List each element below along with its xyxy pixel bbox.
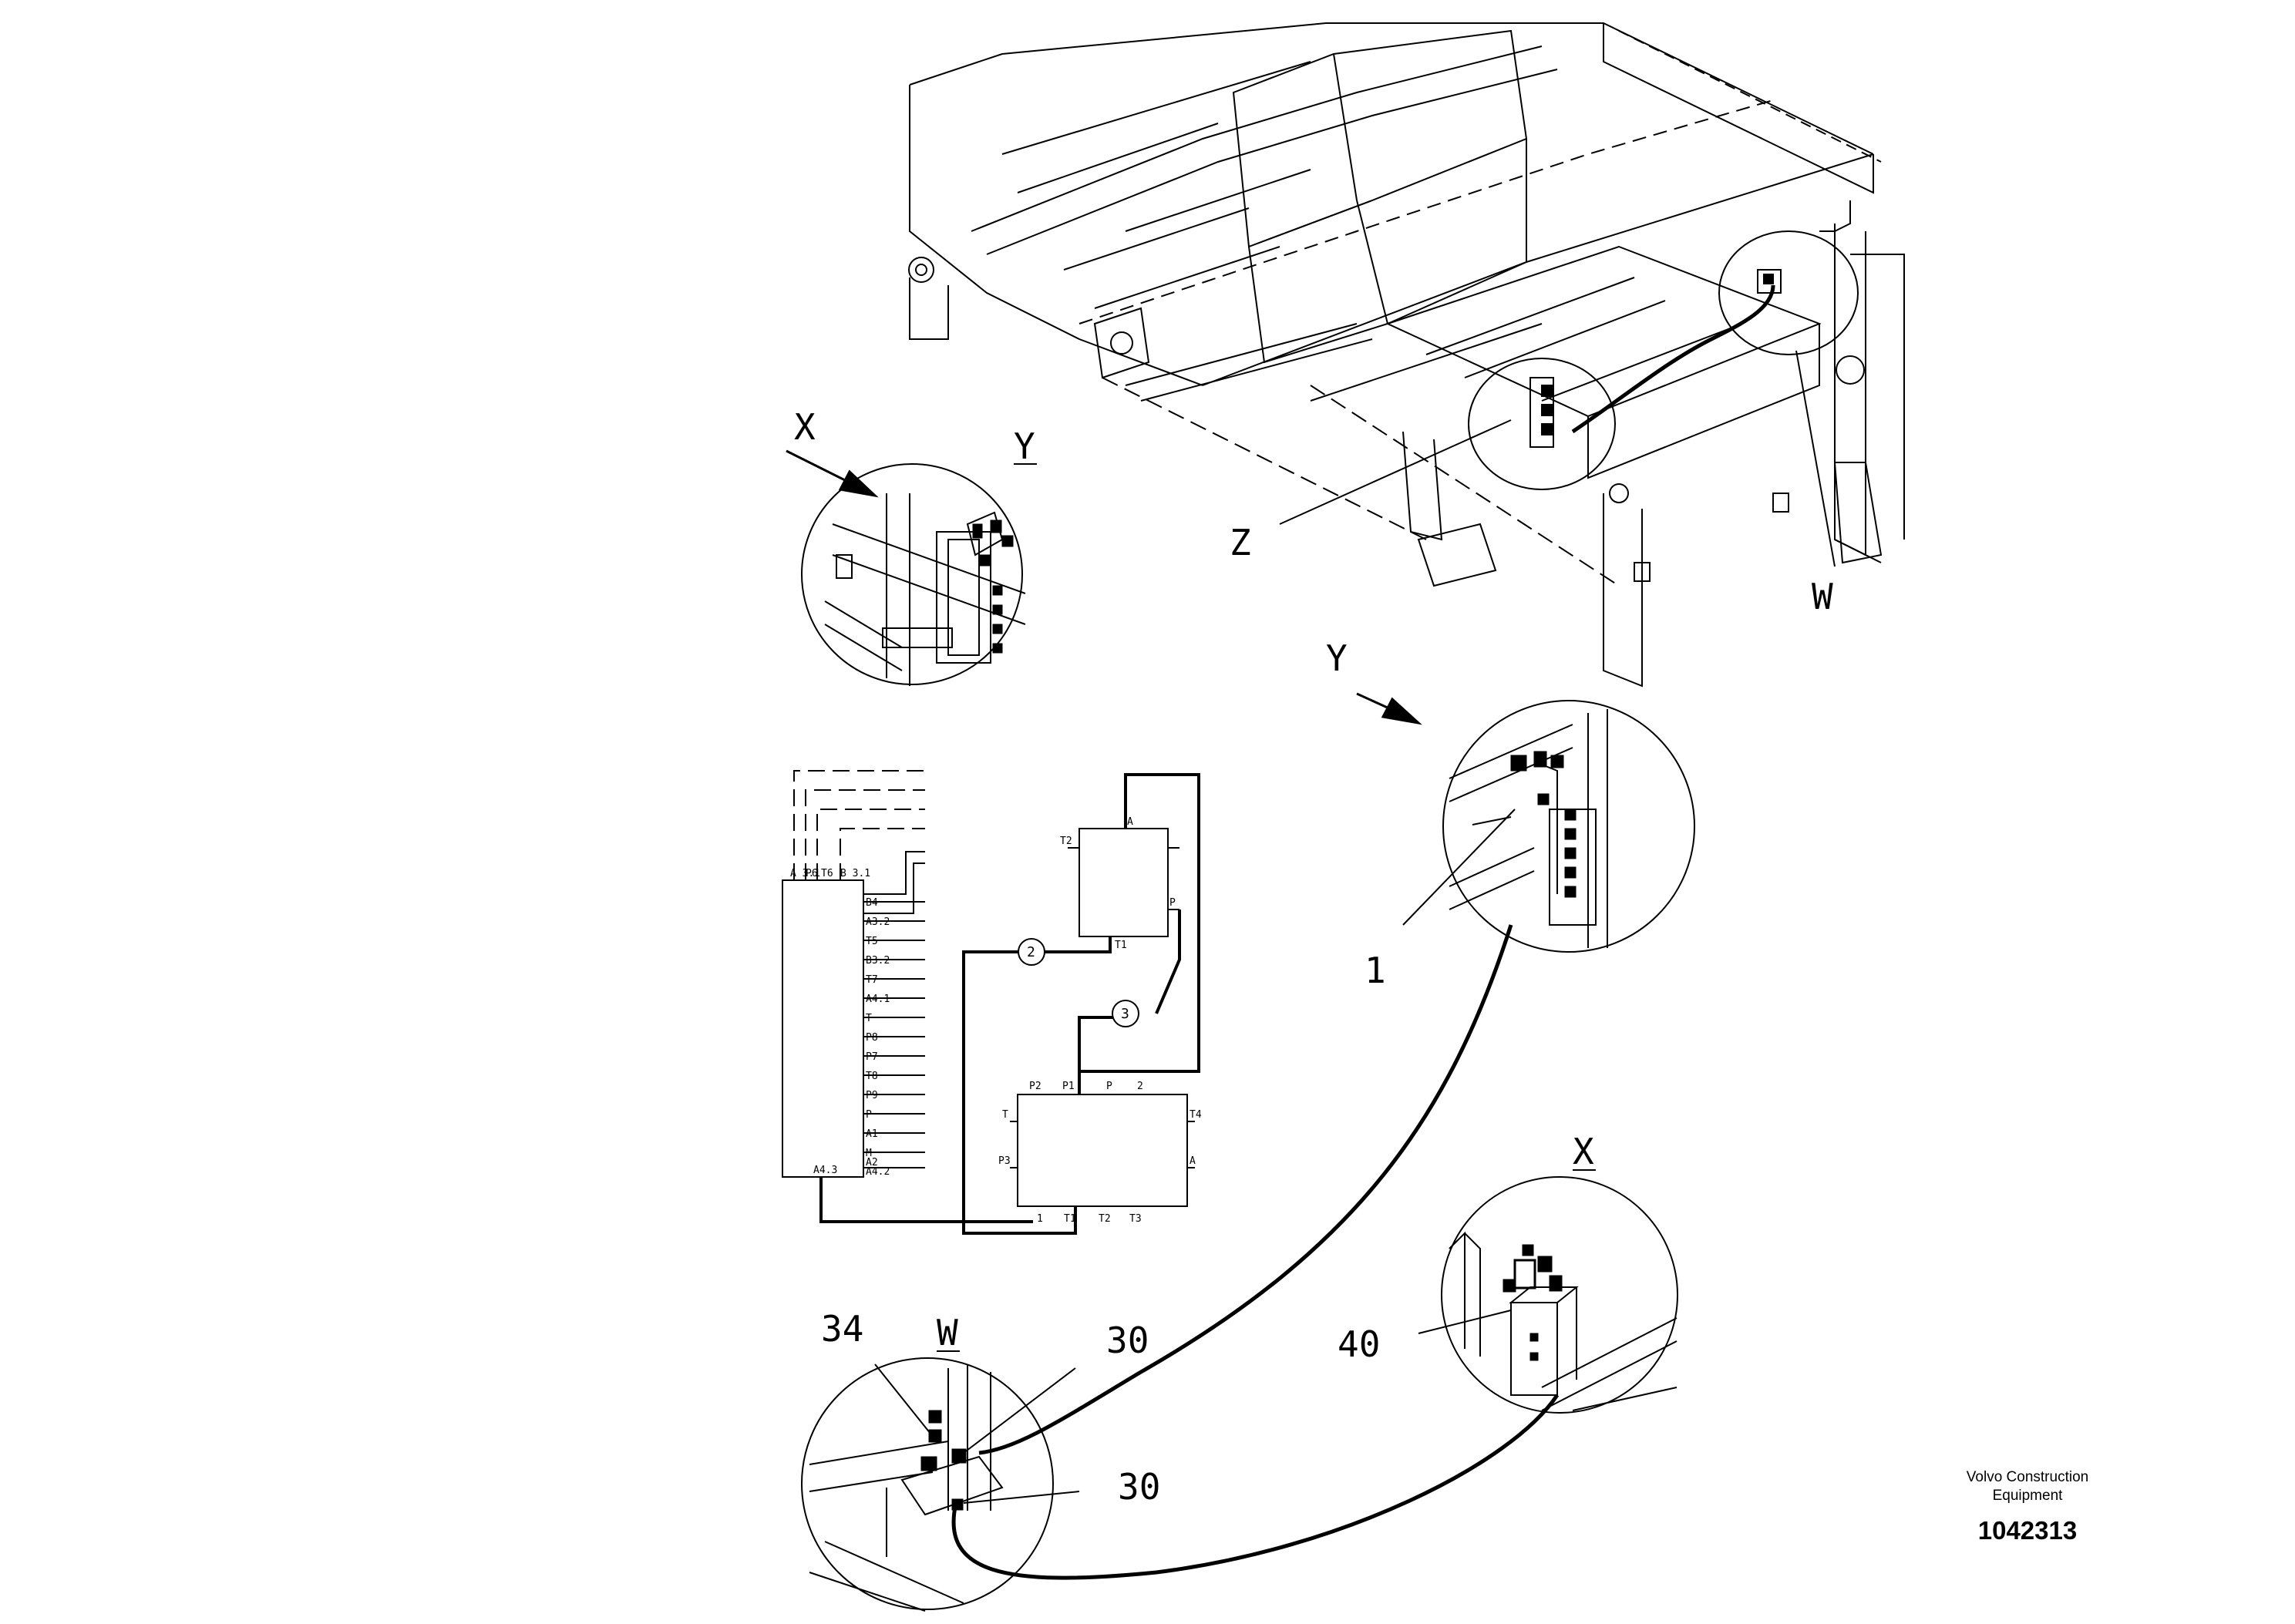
port-t7: T7 (866, 974, 878, 986)
port-t6: T6 (821, 868, 833, 879)
schematic-top-block-labels: A T2 P T1 (1060, 816, 1176, 951)
port-p6: P6 (806, 868, 818, 879)
schematic-bottom-block (1010, 1094, 1195, 1207)
port-bot-p2: P2 (1029, 1081, 1041, 1092)
frame-hose (1571, 284, 1775, 434)
schematic-top-block (1068, 773, 1200, 1094)
detail-x-lower-valve (1503, 1244, 1563, 1361)
port-bot-t: T (1002, 1109, 1008, 1121)
callout-x-detail: X (1573, 1131, 1594, 1172)
callout-30-b: 30 (1118, 1466, 1160, 1508)
schematic-balloon-2: 2 (1018, 938, 1045, 966)
port-p9: P9 (866, 1090, 878, 1101)
callout-30-a: 30 (1106, 1320, 1149, 1361)
port-m: M (866, 1148, 872, 1159)
port-bot-p1: P1 (1062, 1081, 1075, 1092)
port-a31: A 3.1 (790, 868, 820, 879)
port-top-a: A (1127, 816, 1133, 828)
callout-y-arrow: Y (1326, 637, 1348, 679)
port-t5: T5 (866, 936, 878, 947)
detail-y-valve (1510, 751, 1577, 898)
detail-w-leaders (874, 1363, 1080, 1504)
port-a43: A4.3 (813, 1165, 837, 1176)
schematic-balloon-3: 3 (1112, 1000, 1139, 1027)
frame-valve-blocks (1529, 269, 1782, 448)
frame-leaders (1279, 350, 1836, 567)
port-p7: P7 (866, 1051, 878, 1063)
drawing-number: 1042313 (1977, 1516, 2078, 1545)
port-bot-2: 2 (1137, 1081, 1143, 1092)
callout-z: Z (1230, 522, 1251, 563)
port-t8: T8 (866, 1071, 878, 1082)
port-bot-p3: P3 (998, 1155, 1011, 1167)
svg-text:3: 3 (1121, 1006, 1129, 1022)
port-p: P (866, 1109, 872, 1121)
leader-1 (1402, 809, 1516, 926)
port-bot-1: 1 (1037, 1213, 1043, 1225)
callout-40: 40 (1338, 1323, 1380, 1365)
svg-text:2: 2 (1027, 944, 1035, 960)
port-bot-t1: T1 (1064, 1213, 1076, 1225)
callout-1: 1 (1365, 950, 1386, 991)
leader-40 (1418, 1310, 1512, 1334)
port-a2: A2 (866, 1157, 878, 1168)
hose-lines (951, 924, 1560, 1580)
port-p8: P8 (866, 1032, 878, 1044)
detail-w-view (801, 1357, 1054, 1612)
port-bot-t4: T4 (1190, 1109, 1202, 1121)
callout-x-top: X (794, 406, 816, 448)
port-b31: B 3.1 (840, 868, 870, 879)
publisher-block: Volvo Construction Equipment 1042313 (1912, 1468, 2143, 1545)
port-top-p: P (1169, 897, 1176, 909)
port-bot-p: P (1106, 1081, 1112, 1092)
schematic-bottom-block-labels: P2 P1 P 2 T P3 T4 A 1 T1 T2 T3 (998, 1081, 1202, 1225)
port-bot-t3: T3 (1129, 1213, 1142, 1225)
schematic-left-block (782, 770, 925, 1178)
callout-y-top: Y (1014, 425, 1035, 467)
port-t: T (866, 1013, 872, 1024)
port-top-t2: T2 (1060, 836, 1072, 847)
detail-x-view (801, 463, 1026, 686)
schematic-left-block-labels: A 3.1 P6 T6 B 3.1 B4 A3.2 T5 B3.2 T7 A4.… (790, 868, 890, 1178)
detail-w-valve (920, 1410, 967, 1511)
port-a41: A4.1 (866, 994, 890, 1005)
callout-34: 34 (821, 1308, 863, 1350)
port-top-t1: T1 (1115, 940, 1127, 951)
detail-x-valve (972, 519, 1014, 654)
main-frame-drawing (908, 22, 1905, 688)
detail-y-view (1442, 700, 1695, 953)
view-arrow-x (786, 449, 879, 498)
publisher-line-1: Volvo Construction (1966, 1469, 2089, 1485)
callout-w-top: W (1812, 576, 1833, 617)
callout-w-detail: W (937, 1312, 958, 1353)
port-b32: B3.2 (866, 955, 890, 967)
port-b4: B4 (866, 897, 878, 909)
port-bot-a: A (1190, 1155, 1196, 1167)
detail-x-lower-view (1441, 1176, 1678, 1414)
port-a32: A3.2 (866, 916, 890, 928)
port-a42: A4.2 (866, 1166, 890, 1178)
port-a1: A1 (866, 1128, 878, 1140)
publisher-line-2: Equipment (1992, 1488, 2063, 1504)
view-arrow-y (1356, 692, 1422, 725)
port-bot-t2: T2 (1099, 1213, 1111, 1225)
